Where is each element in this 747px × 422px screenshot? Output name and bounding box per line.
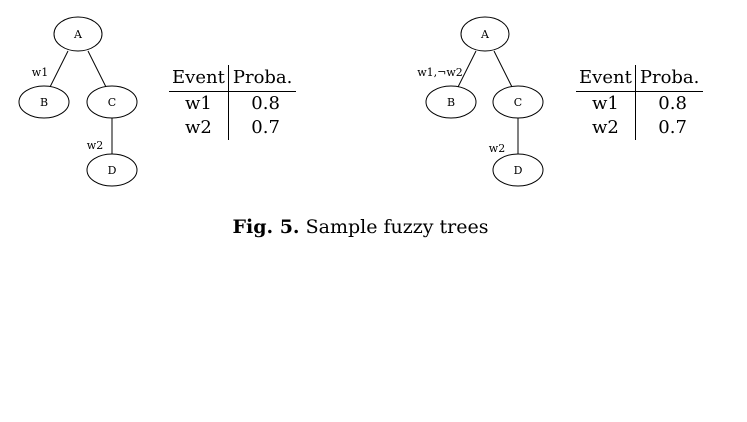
tree-node-b: B xyxy=(425,85,477,119)
tree-node-c: C xyxy=(86,85,138,119)
edge-label-c-d: w2 xyxy=(489,142,505,155)
edge-label-c-d: w2 xyxy=(87,139,103,152)
edge-a-b xyxy=(49,50,69,88)
table-cell-proba: 0.8 xyxy=(658,93,687,114)
edge-label-a-b: w1,¬w2 xyxy=(417,66,463,79)
node-label-d: D xyxy=(108,164,117,177)
table-row: w1 0.8 xyxy=(169,91,296,116)
tree-node-a: A xyxy=(53,16,103,52)
fuzzy-tree-right: A B C D w1,¬w2 w2 xyxy=(417,16,544,187)
tree-node-d: D xyxy=(492,153,544,187)
node-label-c: C xyxy=(108,96,116,109)
node-label-b: B xyxy=(40,96,48,109)
figure-number: Fig. 5. xyxy=(232,216,300,238)
table-row: w2 0.7 xyxy=(576,116,703,140)
node-label-a: A xyxy=(480,28,490,41)
tree-node-d: D xyxy=(86,153,138,187)
table-cell-proba: 0.7 xyxy=(658,117,687,138)
caption-text: Sample fuzzy trees xyxy=(305,216,489,238)
figure-page: A B C D w1 w2 Event Proba. w1 0.8 xyxy=(0,16,721,238)
table-header-event: Event xyxy=(576,65,636,92)
table-row: w1 0.8 xyxy=(576,91,703,116)
tree-node-c: C xyxy=(492,85,544,119)
table-header-proba: Proba. xyxy=(228,65,297,92)
node-label-d: D xyxy=(514,164,523,177)
fuzzy-tree-left: A B C D w1 w2 xyxy=(18,16,138,187)
table-cell-proba: 0.8 xyxy=(251,93,280,114)
node-label-c: C xyxy=(514,96,522,109)
table-cell-proba: 0.7 xyxy=(251,117,280,138)
table-cell-event: w2 xyxy=(169,116,229,140)
table-cell-event: w1 xyxy=(169,91,229,116)
table-row: w2 0.7 xyxy=(169,116,296,140)
edge-a-c xyxy=(493,50,513,88)
node-label-a: A xyxy=(73,28,83,41)
edge-label-a-b: w1 xyxy=(32,66,48,79)
edge-a-b xyxy=(457,50,477,88)
probability-table-left: Event Proba. w1 0.8 w2 0.7 xyxy=(169,65,297,140)
edge-a-c xyxy=(87,50,107,88)
node-label-b: B xyxy=(447,96,455,109)
blank-area xyxy=(0,262,747,422)
tree-node-a: A xyxy=(460,16,510,52)
table-header-proba: Proba. xyxy=(635,65,704,92)
table-header-event: Event xyxy=(169,65,229,92)
table-cell-event: w2 xyxy=(576,116,636,140)
table-cell-event: w1 xyxy=(576,91,636,116)
probability-table-right: Event Proba. w1 0.8 w2 0.7 xyxy=(576,65,704,140)
figure-caption: Fig. 5. Sample fuzzy trees xyxy=(0,216,721,238)
tree-node-b: B xyxy=(18,85,70,119)
